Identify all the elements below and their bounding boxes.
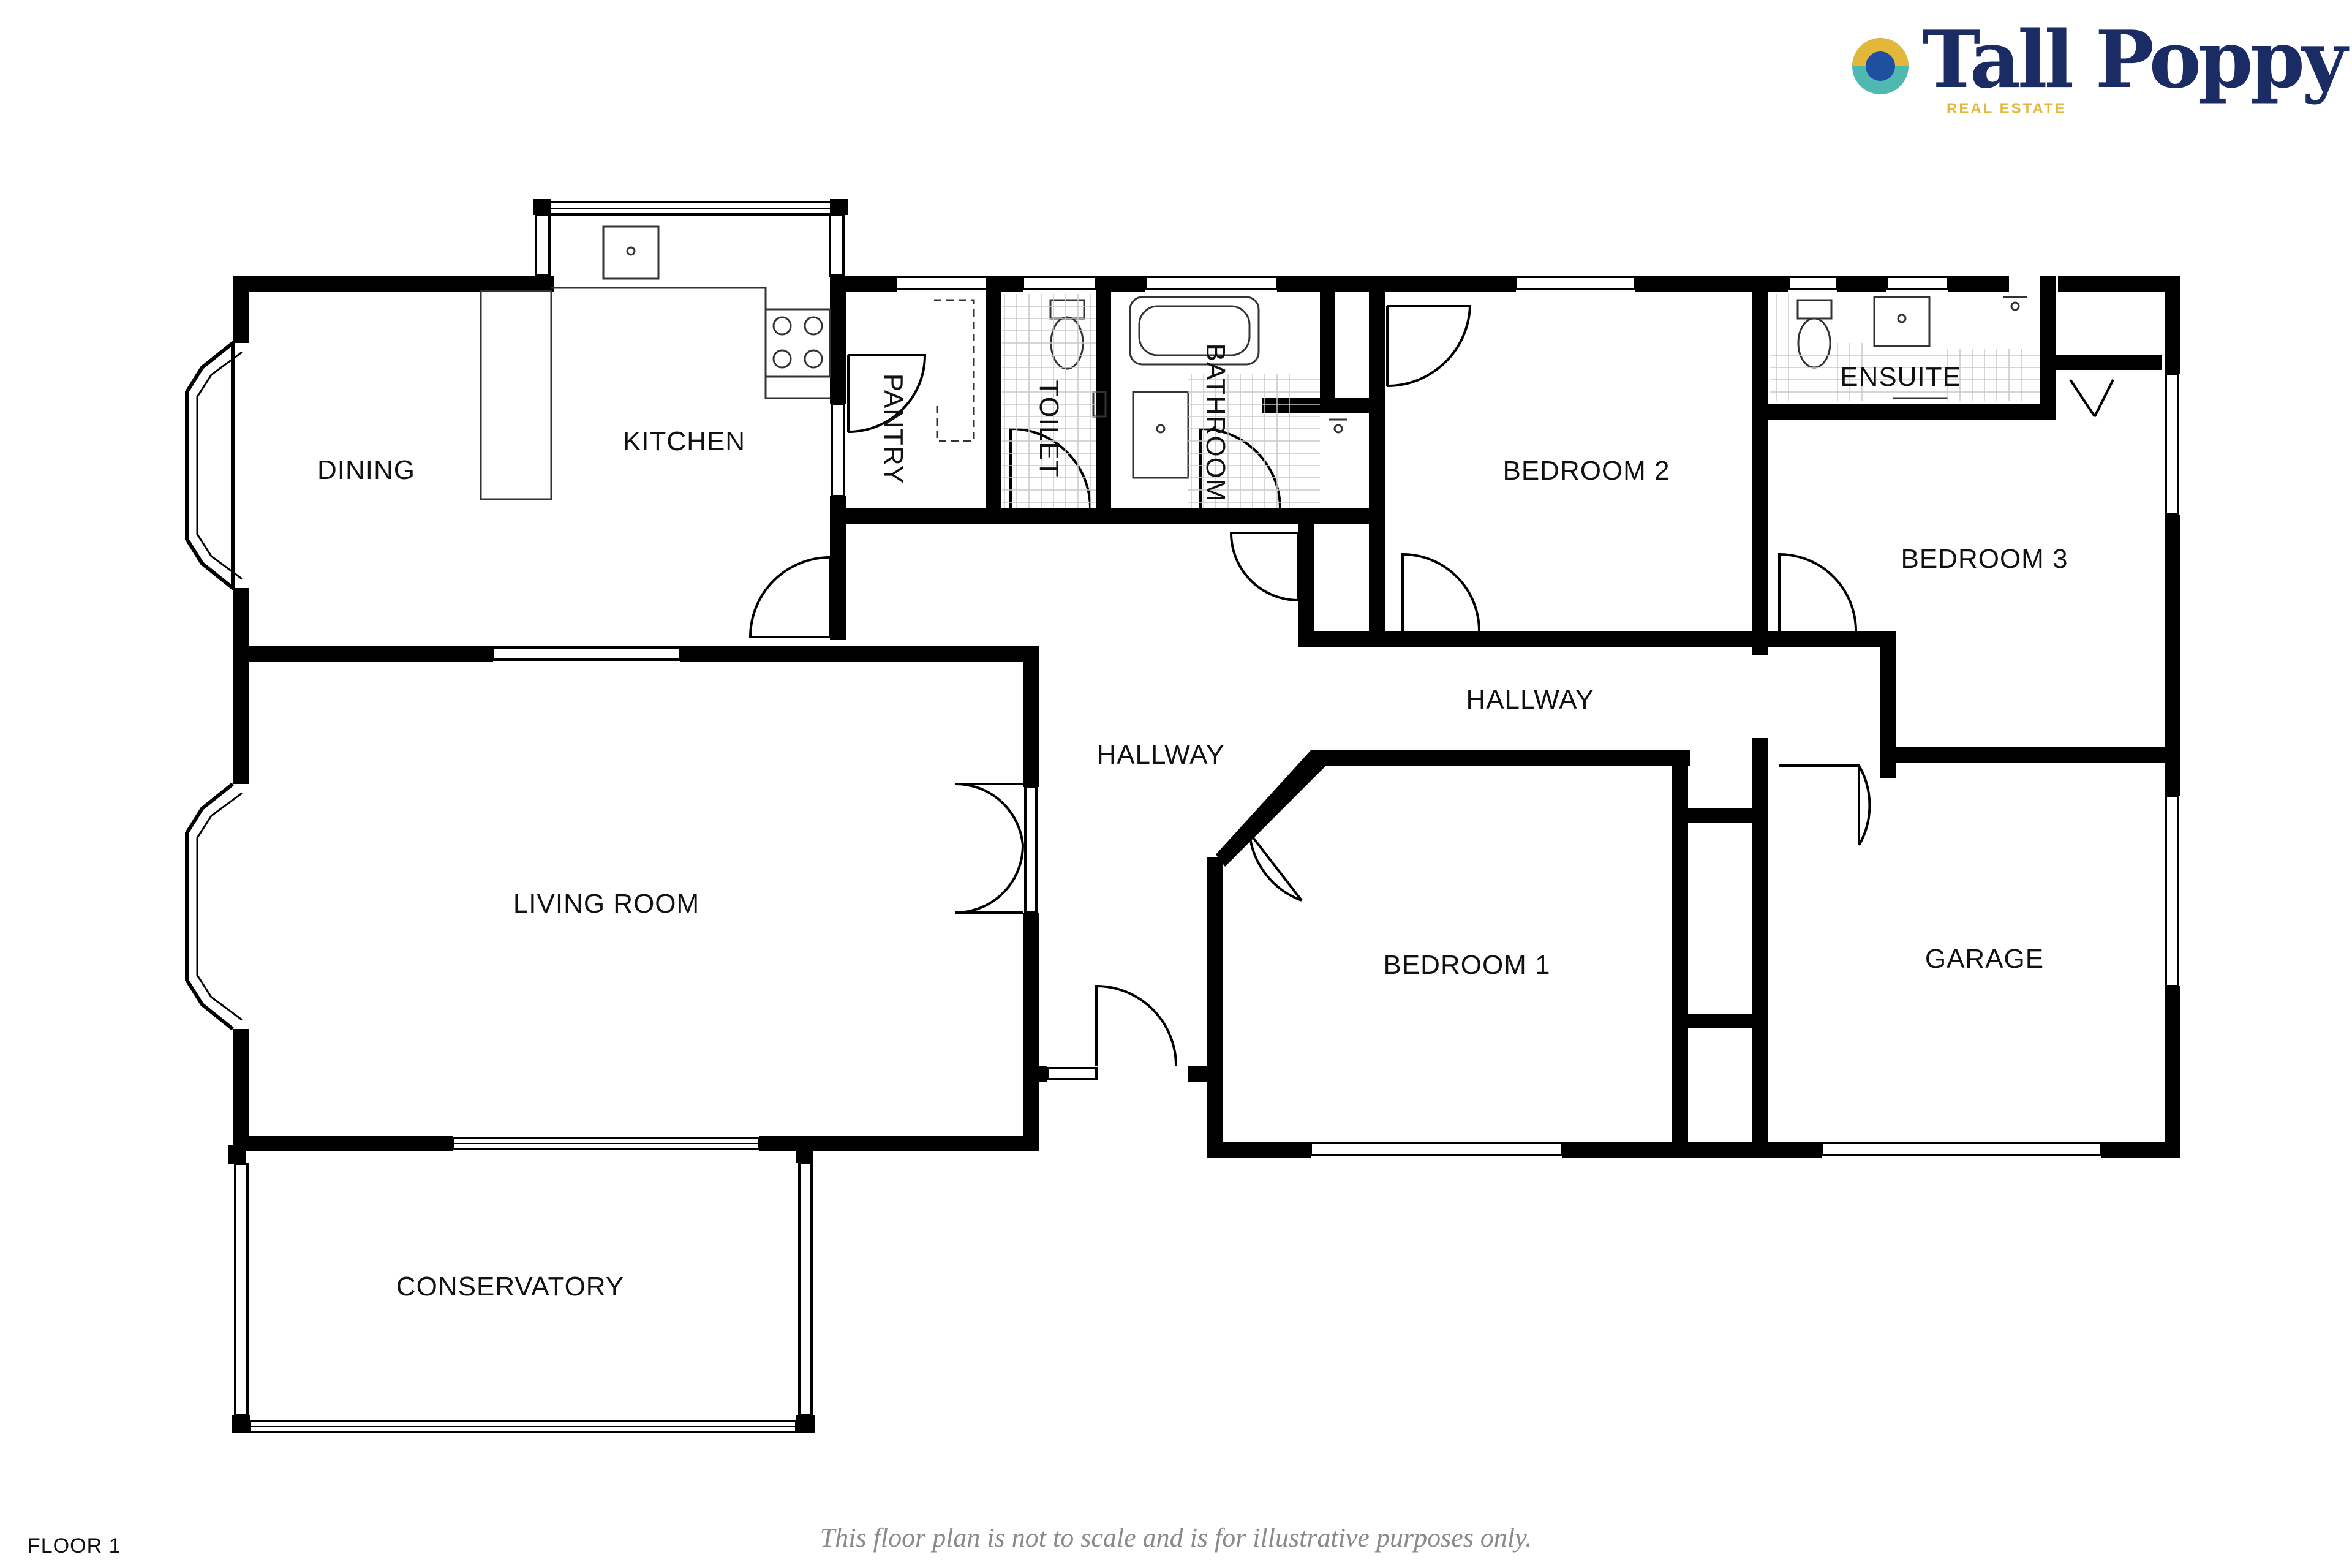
brand-name: Tall Poppy xyxy=(1922,14,2347,106)
brand-tagline: REAL ESTATE xyxy=(1947,100,2067,117)
toilet-label: TOILET xyxy=(1034,380,1064,477)
room-labels: DINING KITCHEN PANTRY TOILET BATHROOM BE… xyxy=(317,344,2068,1302)
bedroom-1-label: BEDROOM 1 xyxy=(1383,950,1550,980)
garage-label: GARAGE xyxy=(1925,944,2044,974)
disclaimer-text: This floor plan is not to scale and is f… xyxy=(820,1523,1532,1553)
windows xyxy=(185,201,2179,1433)
floor-label: FLOOR 1 xyxy=(28,1534,121,1558)
pantry-label: PANTRY xyxy=(878,374,908,484)
conservatory-label: CONSERVATORY xyxy=(396,1272,624,1302)
dining-label: DINING xyxy=(317,455,415,485)
hallway-main-label: HALLWAY xyxy=(1096,740,1224,770)
living-room-label: LIVING ROOM xyxy=(513,889,699,919)
tile-pattern xyxy=(1002,294,2040,508)
hallway-east-label: HALLWAY xyxy=(1466,685,1594,715)
brand-logo: Tall Poppy REAL ESTATE xyxy=(1850,21,2347,153)
bathroom-label: BATHROOM xyxy=(1200,344,1231,502)
fixtures xyxy=(480,225,2027,500)
walls xyxy=(228,199,2180,1433)
poppy-logo-icon xyxy=(1852,38,1909,94)
bedroom-3-label: BEDROOM 3 xyxy=(1901,544,2068,574)
bedroom-2-label: BEDROOM 2 xyxy=(1502,456,1670,486)
kitchen-label: KITCHEN xyxy=(623,426,745,456)
ensuite-label: ENSUITE xyxy=(1840,362,1961,392)
doors xyxy=(748,305,2114,1066)
